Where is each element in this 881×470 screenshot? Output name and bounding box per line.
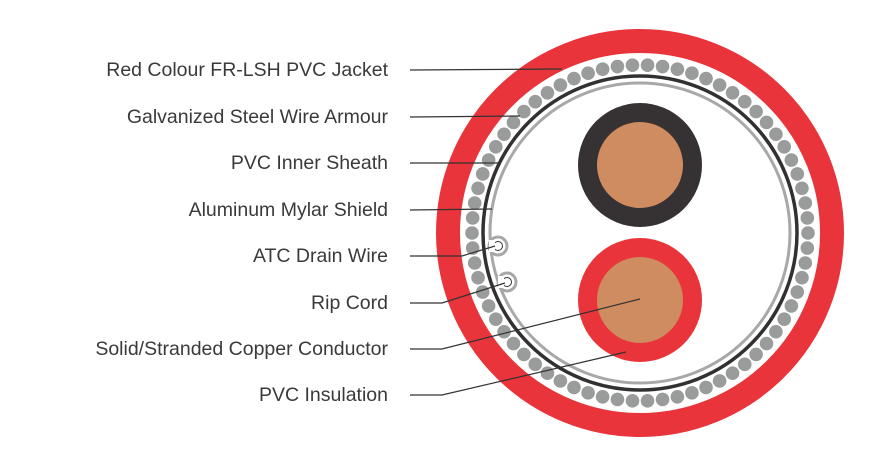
armour-wire (488, 312, 503, 326)
armour-wire (769, 324, 783, 339)
armour-wire (777, 140, 792, 154)
armour-wire (777, 312, 792, 326)
copper-conductor-2 (597, 257, 683, 343)
armour-wire (712, 374, 727, 388)
armour-wire (800, 241, 815, 255)
armour-wire (800, 211, 815, 225)
armour-wire (581, 385, 595, 400)
armour-wire (481, 153, 496, 167)
label-jacket: Red Colour FR-LSH PVC Jacket (106, 59, 388, 81)
armour-wire (610, 392, 625, 407)
label-drain-wire: ATC Drain Wire (252, 245, 388, 267)
armour-wire (749, 104, 763, 119)
armour-wire (670, 62, 685, 77)
armour-wire (528, 94, 543, 109)
armour-wire (685, 66, 699, 81)
armour-wire (465, 226, 479, 240)
armour-wire (540, 85, 555, 100)
armour-wire (759, 115, 774, 130)
label-armour: Galvanized Steel Wire Armour (126, 106, 388, 128)
armour-wire (625, 394, 640, 408)
leader-line (410, 351, 627, 396)
label-rip-cord: Rip Cord (311, 292, 388, 314)
armour-wire (567, 71, 581, 86)
armour-wire (471, 270, 485, 285)
armour-wire (567, 380, 581, 395)
leader-line (410, 282, 506, 304)
armour-wire (497, 324, 511, 339)
armour-wire (790, 285, 805, 299)
armour-wire (712, 78, 727, 92)
label-conductor: Solid/Stranded Copper Conductor (95, 338, 388, 360)
armour-wire (581, 66, 595, 81)
armour-wire (610, 59, 625, 74)
armour-wire (801, 226, 815, 240)
armour-wire (737, 357, 752, 372)
leader-line (410, 298, 641, 350)
armour-wire (737, 94, 752, 109)
armour-wire (784, 153, 799, 167)
armour-wire (795, 181, 809, 196)
armour-wire (540, 366, 555, 381)
armour-wire (553, 78, 568, 92)
armour-wire (481, 299, 496, 313)
armour-wire (528, 357, 543, 372)
leader-line (409, 68, 563, 71)
label-inner-sheath: PVC Inner Sheath (230, 152, 388, 174)
armour-wire (798, 256, 813, 270)
armour-wire (488, 140, 503, 154)
armour-wire (517, 347, 531, 362)
armour-wire (640, 394, 655, 408)
armour-wire (506, 336, 521, 351)
armour-wire (725, 366, 740, 381)
armour-wire (784, 299, 799, 313)
armour-wires (465, 58, 815, 408)
armour-wire (798, 196, 813, 210)
armour-wire (759, 336, 774, 351)
armour-wire (497, 127, 511, 142)
leader-lines (409, 68, 641, 396)
label-shield: Aluminum Mylar Shield (188, 199, 388, 221)
armour-wire (625, 58, 640, 72)
mylar-shield (488, 81, 792, 385)
armour-wire (655, 59, 670, 74)
leader-line (409, 208, 493, 211)
armour-wire (655, 392, 670, 407)
armour-wire (465, 211, 480, 225)
armour-wire (506, 115, 521, 130)
armour-wire (640, 58, 655, 72)
armour-wire (670, 389, 685, 404)
leader-line (409, 115, 521, 118)
armour-wire (595, 389, 610, 404)
armour-wire (699, 71, 713, 86)
armour-wire (467, 256, 482, 270)
jacket (436, 29, 844, 437)
armour-wire (685, 385, 699, 400)
armour-wire (467, 196, 482, 210)
armour-wire (475, 167, 490, 181)
armour-wire (471, 181, 485, 196)
armour-wire (749, 347, 763, 362)
armour-wire (769, 127, 783, 142)
armour-wire (595, 62, 610, 77)
armour-wire (790, 167, 805, 181)
armour-wire (725, 85, 740, 100)
leader-line (410, 245, 496, 257)
inner-sheath (481, 74, 799, 392)
armour-wire (699, 380, 713, 395)
copper-conductor-1 (597, 122, 683, 208)
armour-wire (795, 270, 809, 285)
label-insulation: PVC Insulation (259, 384, 388, 406)
armour-wire (553, 374, 568, 388)
armour-wire (517, 104, 531, 119)
